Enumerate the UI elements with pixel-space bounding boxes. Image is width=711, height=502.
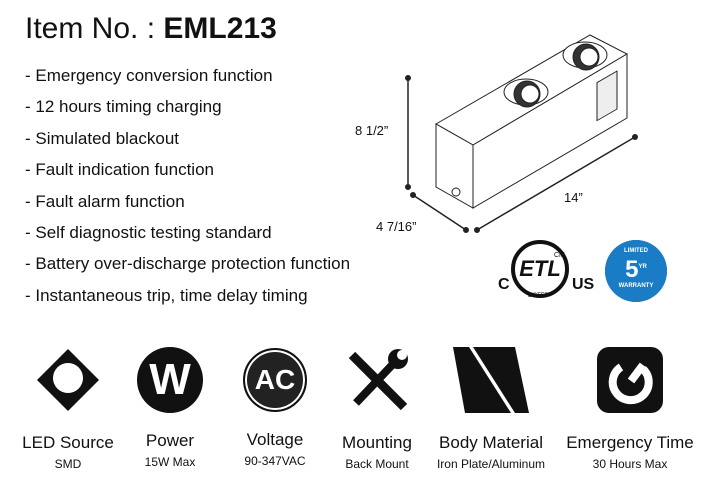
spec-value: Iron Plate/Aluminum — [436, 457, 546, 471]
spec-value: Back Mount — [345, 457, 409, 471]
spec-label: Body Material — [439, 433, 543, 452]
feature-item: - Battery over-discharge protection func… — [25, 254, 351, 274]
spec-value: 90-347VAC — [244, 454, 306, 468]
spec-label: Mounting — [342, 433, 412, 452]
feature-item: - Instantaneous trip, time delay timing — [25, 285, 308, 305]
spec-label: Emergency Time — [566, 433, 694, 452]
title-prefix: Item No. : — [25, 12, 164, 45]
ac-icon: AC — [243, 348, 307, 412]
etl-listed-logo: C ETL CM LISTED US — [498, 238, 603, 303]
spec-voltage: AC Voltage 90-347VAC — [200, 345, 350, 468]
spec-value: SMD — [54, 457, 82, 471]
page-title: Item No. : EML213 — [25, 12, 277, 46]
fixture-diagram — [405, 34, 638, 233]
spec-led-source: LED Source SMD — [0, 345, 143, 471]
feature-item: - Self diagnostic testing standard — [25, 222, 272, 242]
spec-mounting: Mounting Back Mount — [302, 345, 452, 471]
depth-dimension: 4 7/16” — [376, 219, 417, 234]
power-w-icon: W — [137, 347, 203, 413]
spec-label: Voltage — [246, 430, 304, 449]
item-number: EML213 — [163, 12, 277, 45]
feature-item: - Fault indication function — [25, 160, 214, 180]
power-timer-icon — [597, 347, 663, 413]
spec-value: 15W Max — [144, 455, 196, 469]
material-icon — [453, 347, 529, 413]
warranty-badge: LIMITED 5YR WARRANTY — [605, 240, 667, 302]
tools-icon — [348, 349, 408, 411]
spec-label: LED Source — [22, 433, 114, 452]
feature-list: - Emergency conversion function - 12 hou… — [25, 63, 350, 314]
spec-power: W Power 15W Max — [95, 345, 245, 469]
height-dimension: 8 1/2” — [355, 123, 389, 138]
spec-value: 30 Hours Max — [592, 457, 668, 471]
feature-item: - Simulated blackout — [25, 128, 180, 148]
smd-chip-icon — [37, 349, 99, 411]
feature-item: - Fault alarm function — [25, 191, 185, 211]
spec-body-material: Body Material Iron Plate/Aluminum — [416, 345, 566, 471]
feature-item: - Emergency conversion function — [25, 66, 273, 85]
feature-item: - 12 hours timing charging — [25, 97, 222, 117]
spec-label: Power — [145, 431, 195, 450]
spec-emergency-time: Emergency Time 30 Hours Max — [555, 345, 705, 471]
length-dimension: 14” — [564, 190, 583, 205]
